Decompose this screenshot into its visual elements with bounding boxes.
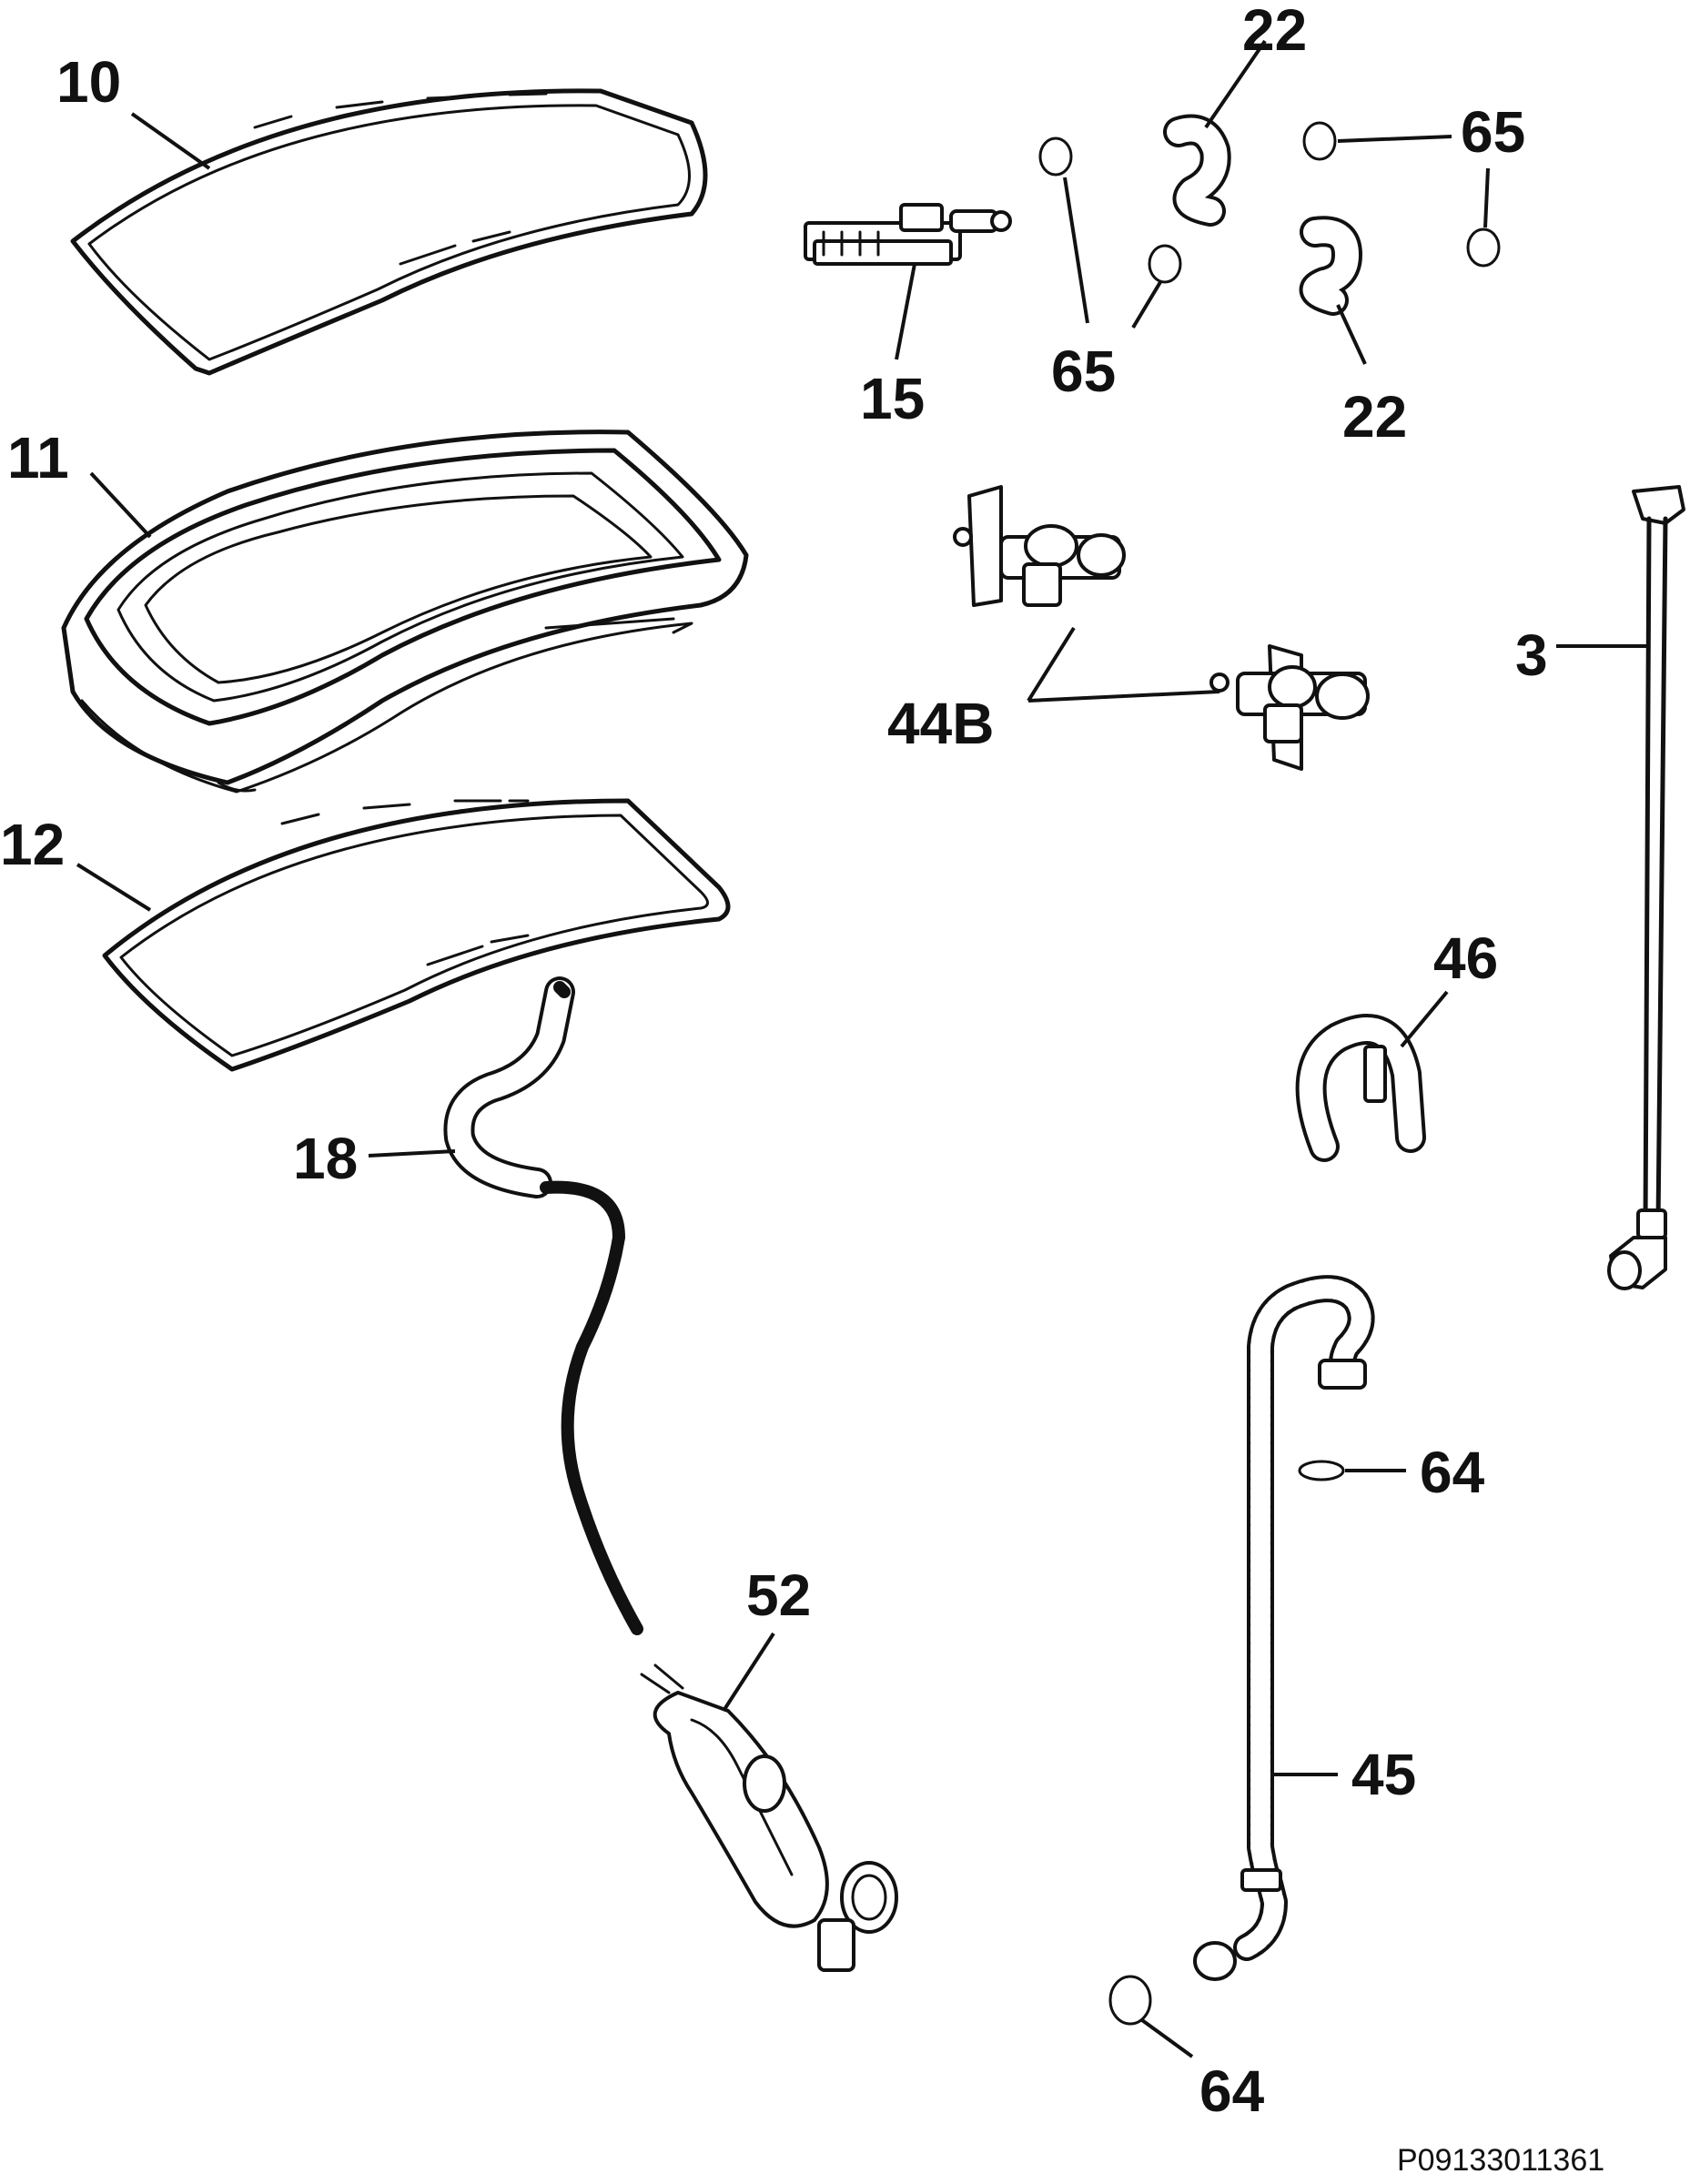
part-22-hose-bottom [1299,216,1362,316]
callout-10: 10 [56,49,121,115]
callout-12: 12 [0,812,65,877]
callout-45: 45 [1351,1742,1416,1807]
callout-64-upper: 64 [1420,1440,1485,1505]
callout-46: 46 [1433,925,1498,991]
callout-labels: 10 11 12 15 18 22 22 65 65 3 44B 46 64 4… [0,0,1604,2178]
callout-64-lower: 64 [1199,2058,1265,2124]
callout-52: 52 [746,1562,811,1628]
document-id: P09133011361 [1397,2143,1604,2178]
callout-65-right: 65 [1461,99,1525,165]
part-64-clamps [1108,1460,1345,2026]
part-44b-bracket-lower [1209,644,1370,771]
part-11-door-bezel [61,430,749,794]
callout-3: 3 [1515,622,1548,688]
part-18-hose [443,976,643,1635]
callout-44b: 44B [887,691,994,756]
callout-18: 18 [293,1126,358,1191]
callout-15: 15 [860,366,925,431]
leader-lines [76,39,1649,2058]
callout-22-top: 22 [1242,0,1307,63]
part-45-drain-hose [1193,1275,1375,1981]
part-22-hose-top [1163,114,1231,227]
callout-65-left: 65 [1051,339,1116,404]
part-10-seal-ring [70,88,708,376]
part-46-hook [1295,1014,1426,1162]
callout-22-bottom: 22 [1342,384,1407,450]
callout-11: 11 [7,425,69,490]
part-52-chamber [640,1663,898,1972]
part-15-valve [804,203,1012,266]
part-3-rod [1607,485,1685,1290]
part-12-seal-ring [102,798,731,1072]
part-44b-bracket-upper [953,485,1126,607]
part-65-clamps [1038,121,1501,284]
